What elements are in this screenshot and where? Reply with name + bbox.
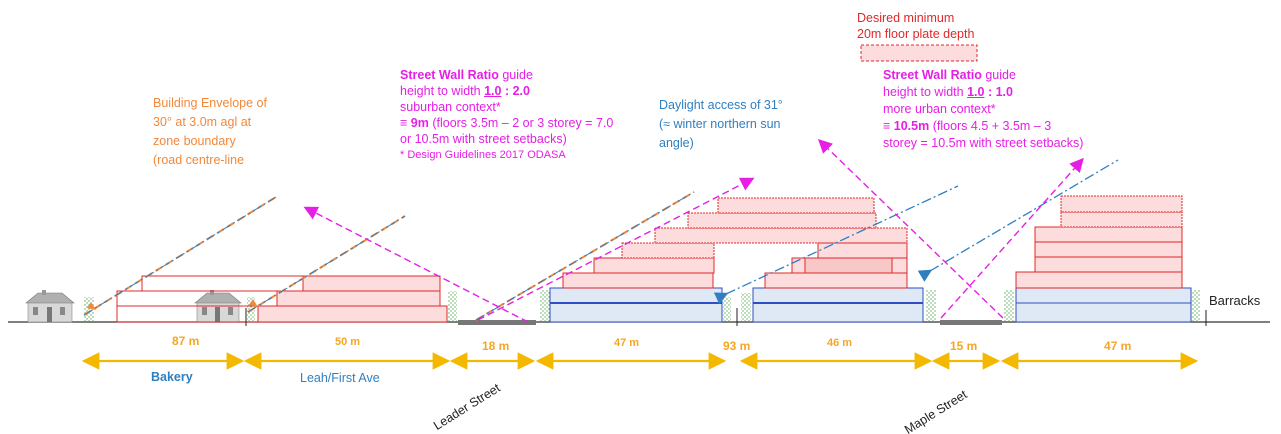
swr-suburban-ratio-b: 2.0	[512, 84, 530, 98]
swr-suburban-ratio-sep: :	[501, 84, 513, 98]
swr-suburban-context: suburban context*	[400, 100, 501, 114]
dimension-label: 87 m	[172, 334, 200, 348]
swr-urban-line5: storey = 10.5m with street setbacks)	[883, 136, 1084, 150]
barracks-label: Barracks	[1209, 293, 1261, 308]
dimension-label: 47 m	[614, 337, 640, 349]
swr-urban-context: more urban context*	[883, 102, 996, 116]
centre-right-block	[752, 242, 924, 323]
dimension-label: 50 m	[335, 336, 361, 348]
dimension-label: 47 m	[1104, 339, 1132, 353]
swr-urban-ratio-b: 1.0	[995, 85, 1013, 99]
swr-suburban-eq-prefix: ≡	[400, 116, 411, 130]
daylight-annotation: Daylight access of 31° (≈ winter norther…	[659, 96, 783, 153]
swr-suburban-title-rest: guide	[498, 68, 533, 82]
floorplate-line-1: Desired minimum	[857, 11, 955, 25]
swr-urban-eq-rest: (floors 4.5 + 3.5m – 3	[929, 119, 1052, 133]
floorplate-legend-box	[860, 44, 978, 62]
barracks-block	[1015, 195, 1192, 323]
daylight-lines	[713, 159, 1119, 305]
swr-urban-annotation: Street Wall Ratio guide height to width …	[883, 67, 1083, 152]
daylight-line-2: (≈ winter northern sun	[659, 117, 781, 131]
leah-label: Leah/First Ave	[300, 371, 380, 385]
swr-suburban-eq-bold: 9m	[410, 116, 429, 130]
heritage-house-icon	[25, 290, 75, 323]
swr-urban-ratio-a: 1.0	[967, 85, 985, 99]
swr-suburban-line5: or 10.5m with street setbacks)	[400, 132, 567, 146]
envelope-line-4: (road centre-line	[153, 153, 245, 167]
swr-suburban-footnote: * Design Guidelines 2017 ODASA	[400, 149, 566, 161]
upper-terraces	[654, 197, 908, 244]
swr-urban-title: Street Wall Ratio	[883, 68, 982, 82]
dimension-ticks	[245, 308, 1207, 326]
swr-suburban-eq-rest: (floors 3.5m – 2 or 3 storey = 7.0	[428, 116, 614, 130]
daylight-line-1: Daylight access of 31°	[659, 98, 783, 112]
dimension-label: 93 m	[723, 339, 751, 353]
swr-urban-title-rest: guide	[981, 68, 1016, 82]
swr-urban-ratio-prefix: height to width	[883, 85, 968, 99]
leah-block-fill	[257, 275, 448, 323]
maple-street-road	[940, 320, 1002, 325]
daylight-line-3: angle)	[659, 136, 694, 150]
swr-suburban-title: Street Wall Ratio	[400, 68, 499, 82]
envelope-arrows	[87, 299, 258, 310]
dimension-label: 46 m	[827, 337, 853, 349]
swr-urban-eq-prefix: ≡	[883, 119, 894, 133]
swr-lines	[303, 139, 1084, 323]
swr-suburban-annotation: Street Wall Ratio guide height to width …	[400, 67, 613, 163]
swr-urban-eq-bold: 10.5m	[893, 119, 930, 133]
dimension-label: 15 m	[950, 339, 978, 353]
floorplate-annotation: Desired minimum 20m floor plate depth	[857, 10, 974, 42]
envelope-line-2: 30° at 3.0m agl at	[153, 115, 252, 129]
envelope-lines	[83, 191, 695, 321]
swr-suburban-ratio-a: 1.0	[484, 84, 502, 98]
floorplate-line-2: 20m floor plate depth	[857, 27, 975, 41]
envelope-line-3: zone boundary	[153, 134, 236, 148]
bakery-label: Bakery	[151, 370, 193, 384]
dimension-label: 18 m	[482, 339, 510, 353]
swr-urban-ratio-sep: :	[984, 85, 996, 99]
leader-street-road	[458, 320, 536, 325]
envelope-annotation: Building Envelope of 30° at 3.0m agl at …	[153, 94, 267, 170]
envelope-line-1: Building Envelope of	[153, 96, 267, 110]
centre-left-block	[549, 242, 723, 323]
swr-suburban-ratio-prefix: height to width	[400, 84, 485, 98]
